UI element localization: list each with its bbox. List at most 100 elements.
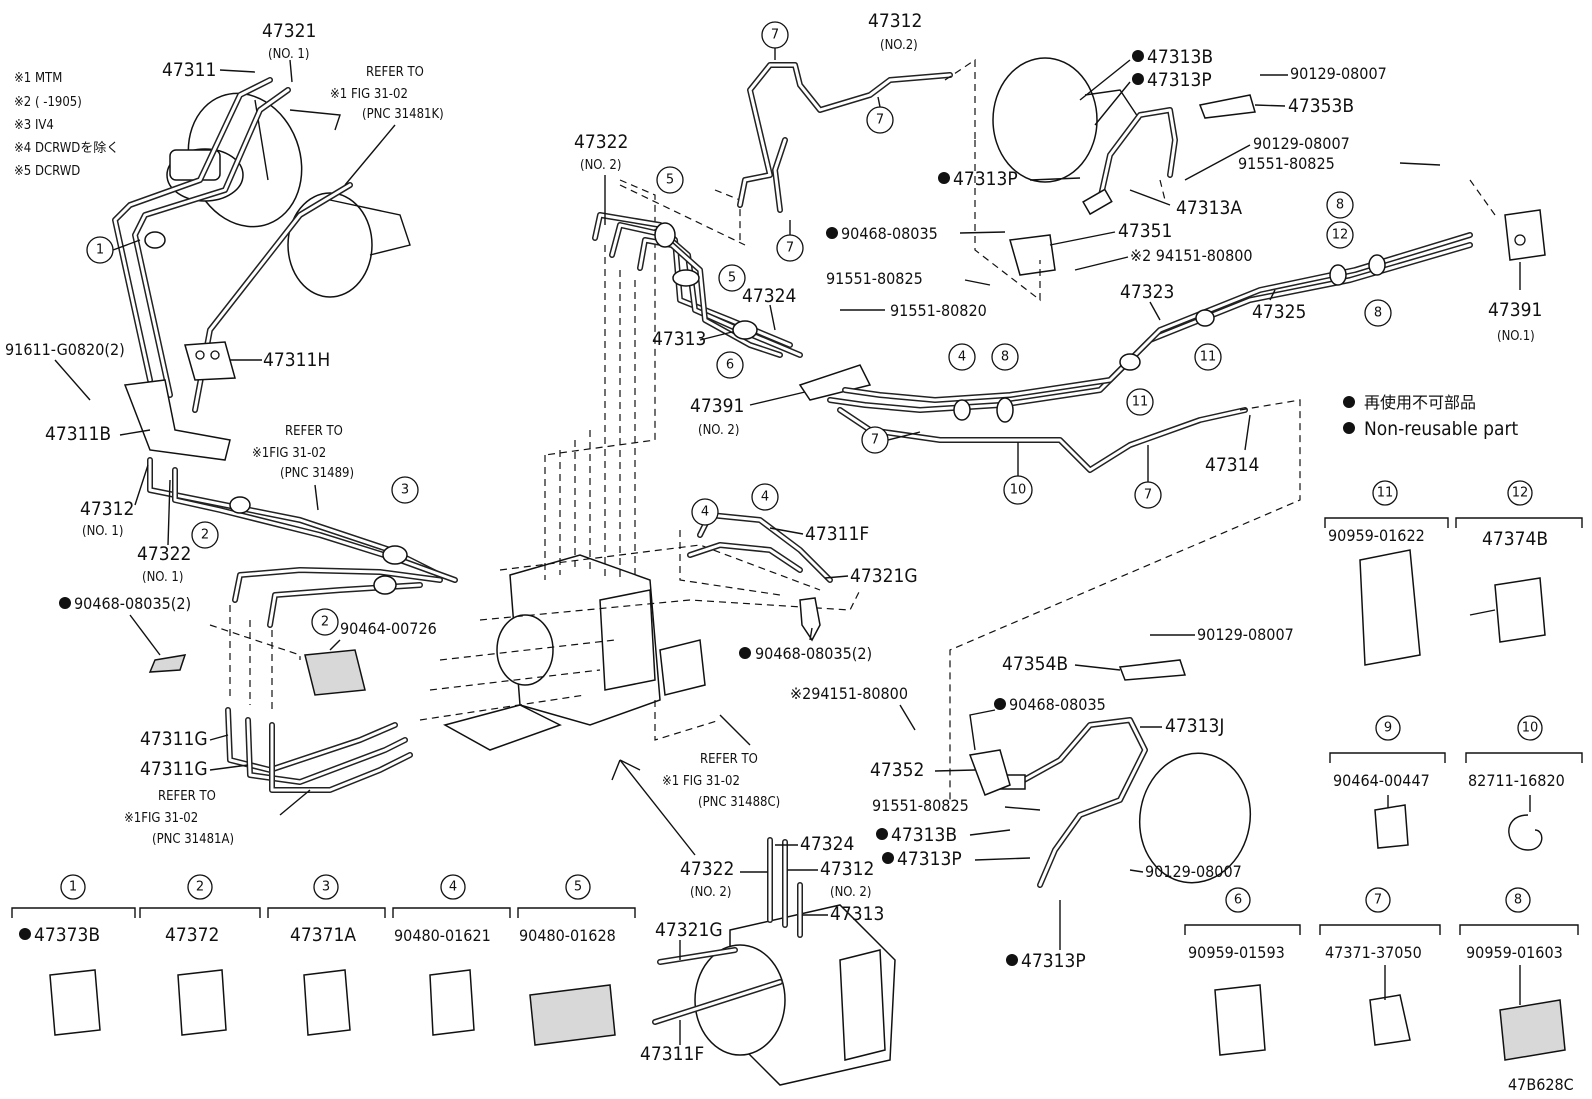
- clip-part-label: 47372: [165, 924, 219, 946]
- clip-entry: 9 90464-00447: [1329, 715, 1446, 849]
- clip-part-label: 47373B: [34, 924, 100, 946]
- callout: 1: [86, 236, 114, 264]
- callout: 5: [656, 166, 684, 194]
- callout: 8: [991, 343, 1019, 371]
- reference-text: (PNC 31481K): [362, 107, 444, 122]
- bracket-47354B: [1118, 659, 1187, 681]
- part-label: 47313B: [1147, 46, 1213, 68]
- part-label: ※2 94151-80800: [1130, 246, 1253, 265]
- part-label: 91611-G0820(2): [5, 340, 125, 359]
- callout: 2: [311, 608, 339, 636]
- bottom-center-labels: 47324 47322 (NO. 2) 47312 (NO. 2) 47321G…: [640, 833, 884, 1065]
- clip-table: 1 47373B 2 47372 3 47371A 4 90480-01621 …: [11, 480, 1583, 1061]
- part-label: 90468-08035(2): [74, 594, 191, 613]
- part-label-qualifier: (NO. 2): [580, 158, 621, 173]
- part-label: 47313P: [897, 848, 962, 870]
- callout: 12: [1326, 221, 1354, 249]
- part-label: 47311F: [640, 1043, 704, 1065]
- part-label: 47353B: [1288, 95, 1354, 117]
- part-label: 47324: [742, 285, 796, 307]
- callout: 6: [716, 351, 744, 379]
- pipe-clip-47311H: [184, 341, 236, 381]
- part-label: 47321G: [850, 565, 918, 587]
- part-label-qualifier: (NO.1): [1497, 329, 1535, 344]
- part-label: 47324: [800, 833, 854, 855]
- part-label: 90468-08035: [1009, 695, 1106, 714]
- callout: 3: [391, 476, 419, 504]
- clip-part-label: 90959-01622: [1328, 526, 1425, 545]
- part-label: 90129-08007: [1290, 64, 1387, 83]
- svg-text:7: 7: [786, 241, 794, 256]
- clip-part-label: 90480-01628: [519, 926, 616, 945]
- svg-text:11: 11: [1132, 395, 1149, 410]
- part-label-qualifier: (NO. 2): [830, 885, 871, 900]
- part-label: 47313P: [953, 168, 1018, 190]
- part-label: 47311B: [45, 423, 111, 445]
- reference-text: REFER TO: [158, 789, 216, 804]
- part-label: 47313A: [1176, 197, 1242, 219]
- reference-text: (PNC 31489): [280, 466, 354, 481]
- bracket-47391-no1: [1504, 209, 1546, 261]
- part-label: 47312: [820, 858, 874, 880]
- callout: 5: [718, 264, 746, 292]
- part-label: 47311: [162, 59, 216, 81]
- clip-part-label: 90480-01621: [394, 926, 491, 945]
- part-label: 47313: [830, 903, 884, 925]
- svg-text:1: 1: [69, 880, 77, 895]
- svg-text:9: 9: [1384, 721, 1392, 736]
- callout: 10: [1003, 475, 1033, 505]
- right-dashed-links: [949, 140, 1496, 800]
- part-label: 47313P: [1021, 950, 1086, 972]
- part-label: 47312: [80, 498, 134, 520]
- svg-text:6: 6: [1234, 893, 1242, 908]
- svg-text:11: 11: [1200, 350, 1217, 365]
- svg-text:7: 7: [1144, 488, 1152, 503]
- clip-entry: 4 90480-01621: [392, 874, 511, 1036]
- part-label: 47312: [868, 10, 922, 32]
- clip-entry: 1 47373B: [11, 874, 136, 1036]
- svg-text:4: 4: [701, 505, 709, 520]
- svg-text:2: 2: [196, 880, 204, 895]
- clip-part-label: 90464-00447: [1333, 771, 1430, 790]
- svg-text:12: 12: [1512, 486, 1529, 501]
- clip-entry: 10 82711-16820: [1465, 715, 1583, 851]
- clip-entry: 7 47371-37050: [1319, 887, 1441, 1046]
- clip-entry: 12 47374B: [1455, 480, 1583, 643]
- part-label: 47311H: [263, 349, 330, 371]
- svg-text:4: 4: [958, 350, 966, 365]
- part-label: 47313B: [891, 824, 957, 846]
- non-reusable-jp: 再使用不可部品: [1364, 393, 1476, 412]
- part-label: 47321: [262, 20, 316, 42]
- callout: 7: [1134, 481, 1162, 509]
- part-label-qualifier: (NO.2): [880, 38, 918, 53]
- diagram-callouts: 1 2 3 2 4 4 5 5 6 7 7 7 4 8 10 7 11 11 8: [86, 21, 1392, 636]
- clip-part-label: 82711-16820: [1468, 771, 1565, 790]
- legend-note: ※4 DCRWDを除く: [14, 141, 119, 156]
- part-label: 47313P: [1147, 69, 1212, 91]
- reference-text: REFER TO: [366, 65, 424, 80]
- flex-hose-47313J: [999, 717, 1148, 888]
- clip-entry: 8 90959-01603: [1459, 887, 1579, 1061]
- part-label: 90468-08035: [841, 224, 938, 243]
- pipe-clip-90464-00726: [304, 649, 366, 696]
- right-middle-labels: 90129-08007 47354B ※294151-80800 90468-0…: [790, 625, 1294, 972]
- bracket-47352: [968, 749, 1011, 796]
- svg-text:1: 1: [96, 243, 104, 258]
- clip-entry: 2 47372: [139, 874, 261, 1036]
- reference-text: ※1 FIG 31-02: [330, 87, 408, 102]
- left-labels: 47321 (NO. 1) 47311 REFER TO ※1 FIG 31-0…: [5, 20, 444, 847]
- part-label: 90468-08035(2): [755, 644, 872, 663]
- part-label: 47325: [1252, 301, 1306, 323]
- center-dashed-links: [419, 179, 861, 741]
- svg-text:7: 7: [1374, 893, 1382, 908]
- part-label: 47322: [574, 131, 628, 153]
- part-label: 90129-08007: [1253, 134, 1350, 153]
- abs-actuator-detail: [611, 759, 896, 1086]
- part-label-qualifier: (NO. 2): [698, 423, 739, 438]
- rear-drum-top: [992, 57, 1141, 183]
- legend-notes: ※1 MTM ※2 ( -1905) ※3 IV4 ※4 DCRWDを除く ※5…: [14, 71, 119, 179]
- legend-note: ※1 MTM: [14, 71, 62, 86]
- part-label: 91551-80820: [890, 301, 987, 320]
- callout: 2: [191, 521, 219, 549]
